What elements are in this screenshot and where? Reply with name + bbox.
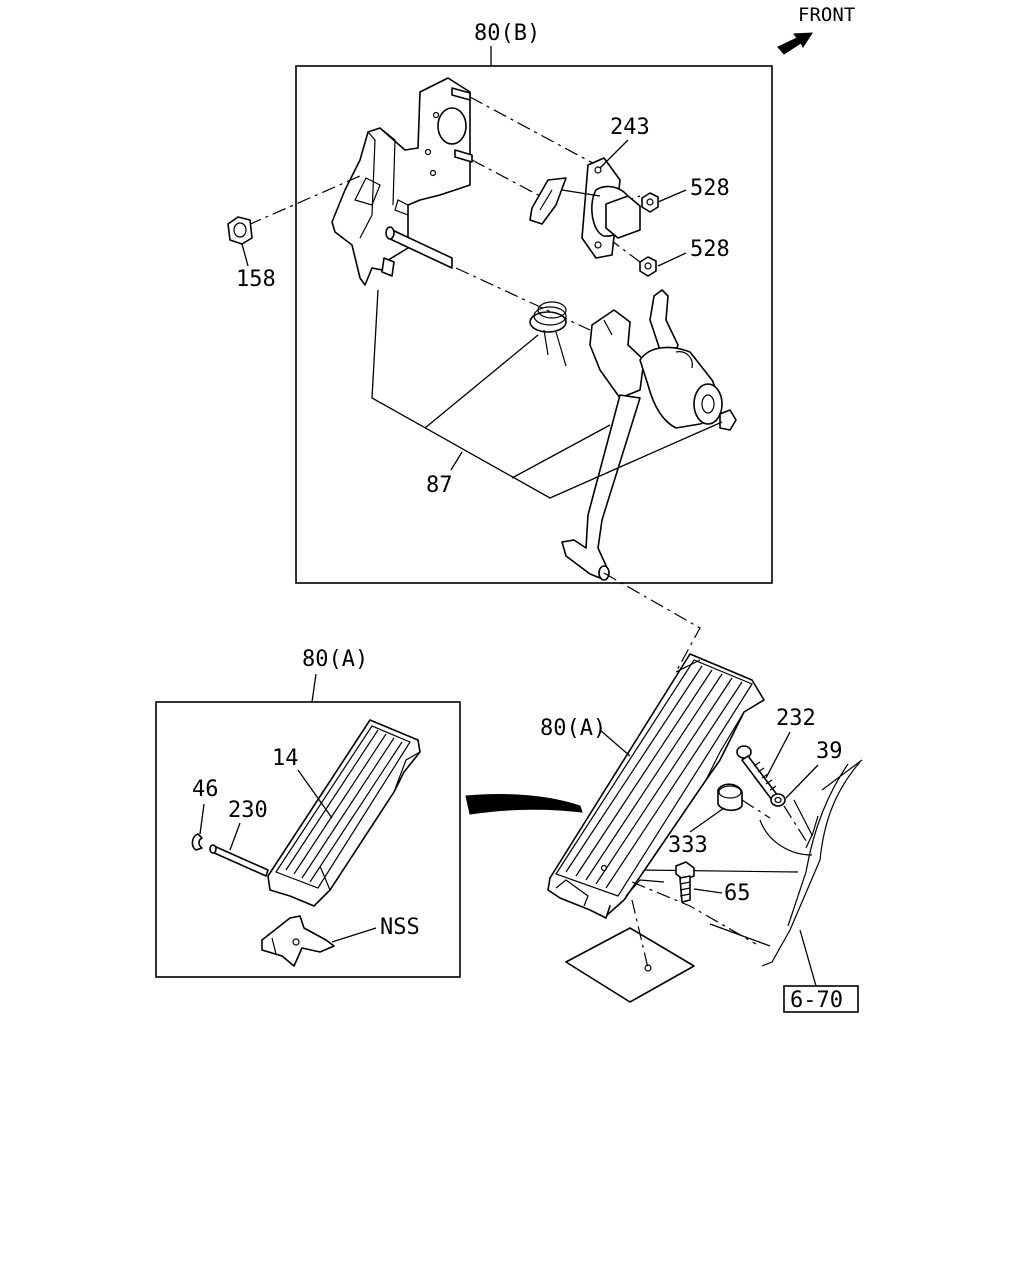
callout-528-lower: 528: [690, 237, 730, 262]
callout-158-leader: [241, 243, 249, 267]
upper-box-title: 80(B): [474, 21, 540, 46]
bolt-65: [675, 861, 695, 903]
nut-to-bracket-line: [247, 175, 361, 226]
pedal-to-floor-line: [631, 899, 649, 969]
upper-assembly-box: 80(B): [227, 21, 773, 584]
front-label: FRONT: [798, 4, 855, 26]
callout-87-lines: [371, 289, 723, 499]
pedal-installation: 80(A) 232 39 333 65 6-70: [540, 653, 863, 1013]
callout-243: 243: [610, 115, 650, 140]
callout-333: 333: [668, 833, 708, 858]
ref-leader: [799, 929, 817, 987]
stopper-bolt-232: [736, 745, 779, 801]
ref-label: 6-70: [790, 988, 843, 1013]
callout-80a-pedal: 80(A): [540, 716, 606, 741]
arm-to-pedal-line: [603, 572, 701, 673]
callout-nss-leader: [331, 927, 377, 943]
stud-to-slot-line: [471, 159, 541, 197]
lower-box-title: 80(A): [302, 647, 368, 672]
floor-plate: [565, 927, 695, 1003]
shaft-to-spring-line: [455, 267, 591, 331]
callout-333-leader: [689, 807, 725, 833]
callout-14: 14: [272, 746, 299, 771]
callout-230-leader: [229, 822, 241, 851]
callout-39: 39: [816, 739, 843, 764]
ref-box: [783, 985, 859, 1013]
callout-528-upper-leader: [657, 189, 687, 203]
bolt-line: [631, 881, 757, 945]
washer-line: [783, 805, 809, 845]
callout-nss: NSS: [380, 915, 420, 940]
rubber-line: [741, 799, 771, 819]
nut-158: [227, 216, 253, 245]
pedal-pad: [267, 719, 421, 907]
nut-528-upper: [641, 192, 659, 213]
bracket-nss: [261, 915, 335, 967]
stud-to-bracket-line: [469, 96, 603, 169]
front-indicator: FRONT: [777, 4, 855, 55]
lower-box-title-leader: [311, 673, 317, 703]
stopper-rubber-333: [717, 783, 743, 812]
callout-80a-pedal-leader: [599, 729, 631, 757]
callout-528-upper: 528: [690, 176, 730, 201]
lower-assembly-box: 80(A) 14 46: [155, 647, 461, 978]
callout-87: 87: [426, 473, 453, 498]
upper-box-frame: [295, 65, 773, 584]
washer-39: [770, 793, 786, 807]
clip-46: [191, 833, 203, 851]
accelerator-position-sensor: [529, 157, 641, 259]
callout-232: 232: [776, 706, 816, 731]
callout-243-leader: [599, 139, 629, 169]
detail-arrow-icon: [465, 793, 583, 815]
lower-box-frame: [155, 701, 461, 978]
pedal-bracket: [331, 77, 473, 286]
front-arrow-icon: [777, 32, 813, 55]
callout-46-leader: [199, 803, 205, 835]
callout-230: 230: [228, 798, 268, 823]
callout-65-leader: [693, 888, 723, 894]
callout-232-leader: [765, 731, 791, 779]
return-spring: [529, 301, 567, 367]
nut-528-lower: [639, 256, 657, 277]
callout-528-lower-leader: [657, 252, 687, 267]
callout-39-leader: [785, 764, 819, 799]
callout-158: 158: [236, 267, 276, 292]
pedal-arm: [561, 289, 737, 581]
pin-230: [209, 844, 269, 877]
callout-46: 46: [192, 777, 219, 802]
callout-14-leader: [297, 769, 333, 819]
callout-65: 65: [724, 881, 751, 906]
